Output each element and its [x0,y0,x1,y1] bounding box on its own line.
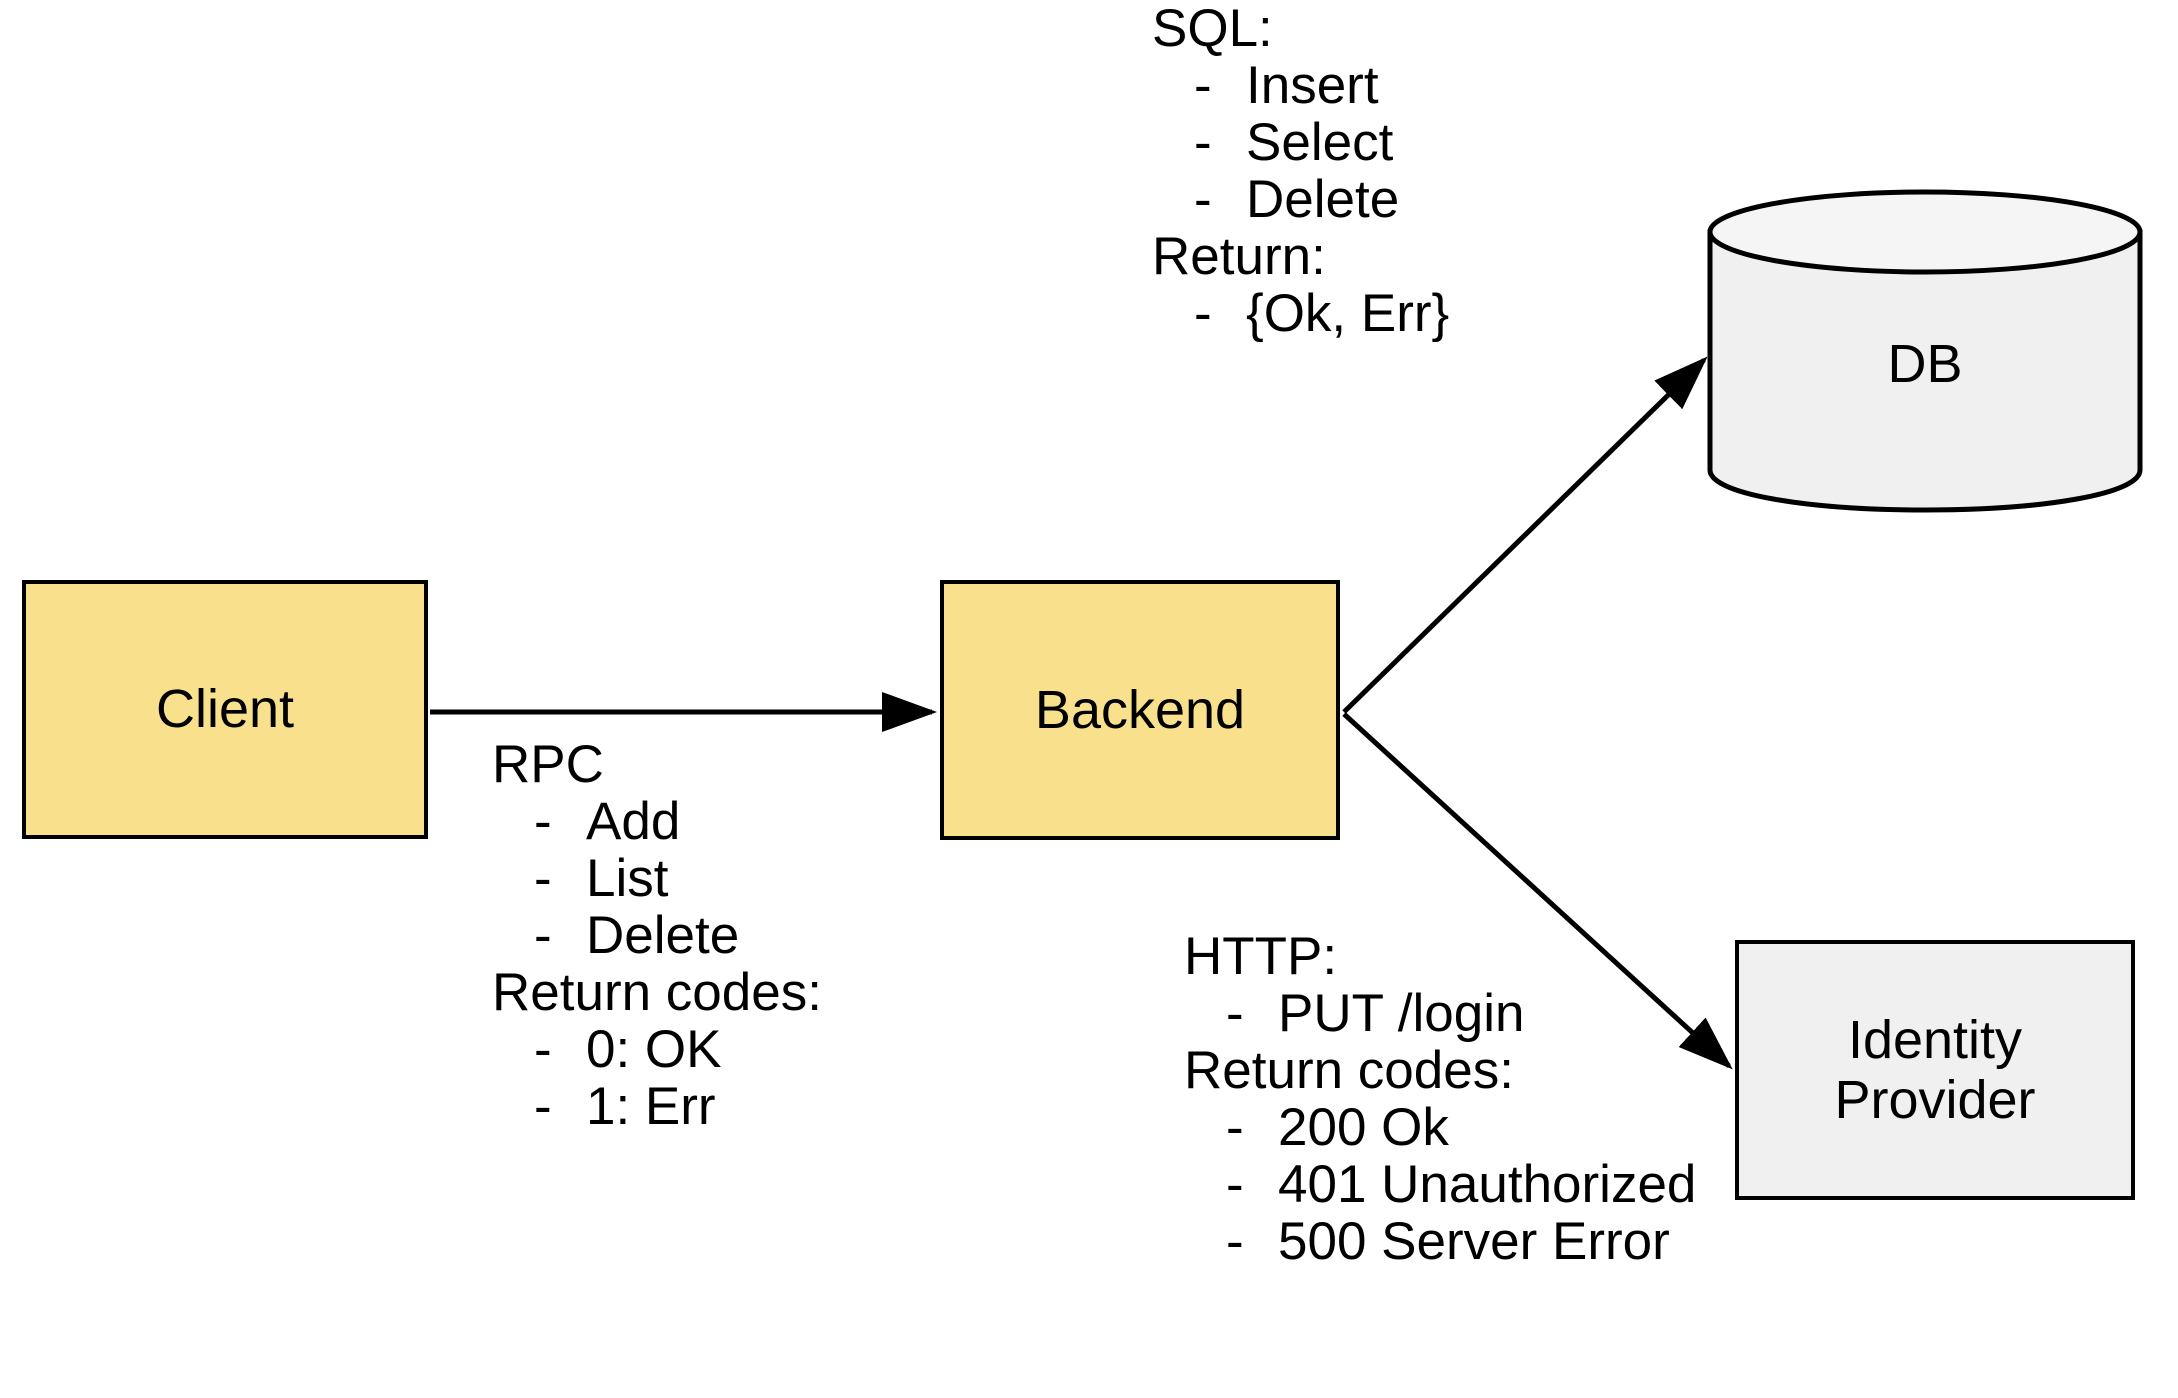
bullet-dash-icon: - [534,792,552,851]
annotation-sql-return-heading: Return: [1152,227,1326,286]
node-identity-provider[interactable]: Identity Provider [1735,940,2135,1200]
bullet-dash-icon: - [1226,1155,1244,1214]
annotation-rpc-item-label: Delete [586,906,740,965]
annotation-sql: SQL: - Insert - Select - Delete Return: … [1152,2,1449,344]
annotation-rpc-item-label: Add [586,792,681,851]
annotation-http-return-item: - 401 Unauthorized [1184,1158,1696,1211]
annotation-rpc-return-item-label: 1: Err [586,1077,716,1136]
annotation-rpc-item: - List [492,852,822,905]
annotation-http-item-label: PUT /login [1278,984,1525,1043]
annotation-rpc-item: - Add [492,795,822,848]
node-backend[interactable]: Backend [940,580,1340,840]
annotation-sql-item-label: Insert [1246,56,1379,115]
annotation-http-heading: HTTP: [1184,927,1338,986]
annotation-rpc-item: - Delete [492,909,822,962]
annotation-sql-heading: SQL: [1152,0,1273,58]
bullet-dash-icon: - [534,906,552,965]
bullet-dash-icon: - [1194,113,1212,172]
bullet-dash-icon: - [1194,284,1212,343]
bullet-dash-icon: - [534,1077,552,1136]
annotation-sql-return-item: - {Ok, Err} [1152,287,1449,340]
annotation-sql-item: - Select [1152,116,1449,169]
annotation-rpc-return-item-label: 0: OK [586,1020,722,1079]
annotation-sql-item-label: Select [1246,113,1394,172]
node-db-label: DB [1887,333,1963,394]
bullet-dash-icon: - [534,1020,552,1079]
annotation-http-return-item-label: 200 Ok [1278,1098,1449,1157]
edge-backend-to-db [1342,356,1708,714]
bullet-dash-icon: - [1194,56,1212,115]
annotation-rpc-return-item: - 0: OK [492,1023,822,1076]
annotation-rpc: RPC - Add - List - Delete Return codes: … [492,738,822,1137]
bullet-dash-icon: - [1226,984,1244,1043]
annotation-http-item: - PUT /login [1184,987,1696,1040]
node-backend-label: Backend [1034,679,1246,740]
annotation-http-return-item-label: 500 Server Error [1278,1212,1670,1271]
annotation-http: HTTP: - PUT /login Return codes: - 200 O… [1184,930,1696,1272]
annotation-http-return-item: - 500 Server Error [1184,1215,1696,1268]
bullet-dash-icon: - [534,849,552,908]
node-identity-provider-label: Identity Provider [1834,1009,2036,1130]
annotation-sql-item: - Delete [1152,173,1449,226]
annotation-http-return-item: - 200 Ok [1184,1101,1696,1154]
annotation-rpc-return-item: - 1: Err [492,1080,822,1133]
node-client[interactable]: Client [22,580,428,839]
annotation-http-return-item-label: 401 Unauthorized [1278,1155,1697,1214]
node-db[interactable]: DB [1706,188,2144,514]
database-cylinder-icon [1707,189,2143,513]
annotation-rpc-item-label: List [586,849,669,908]
bullet-dash-icon: - [1226,1212,1244,1271]
bullet-dash-icon: - [1226,1098,1244,1157]
annotation-rpc-return-heading: Return codes: [492,963,822,1022]
annotation-sql-item-label: Delete [1246,170,1400,229]
annotation-http-return-heading: Return codes: [1184,1041,1514,1100]
annotation-sql-return-item-label: {Ok, Err} [1246,284,1450,343]
node-client-label: Client [155,679,295,740]
annotation-sql-item: - Insert [1152,59,1449,112]
annotation-rpc-heading: RPC [492,735,604,794]
bullet-dash-icon: - [1194,170,1212,229]
